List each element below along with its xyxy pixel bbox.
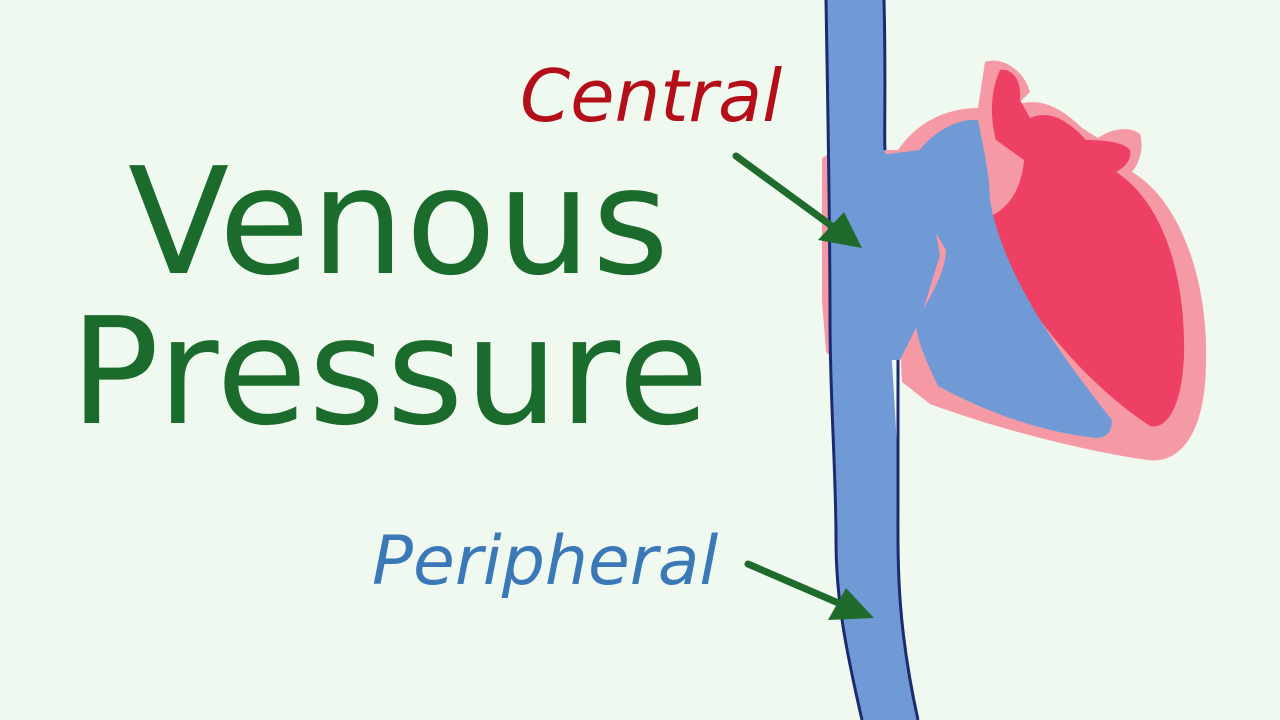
vein-heart-junction	[880, 150, 940, 360]
peripheral-label: Peripheral	[372, 522, 719, 601]
right-heart-chamber	[912, 119, 1112, 438]
title-line-2: Pressure	[70, 286, 710, 458]
heart-muscle	[986, 69, 1185, 427]
central-label: Central	[520, 54, 783, 138]
vein-tube	[826, 0, 918, 720]
title-line-1: Venous	[128, 136, 671, 308]
peripheral-arrow	[744, 560, 874, 620]
central-arrow	[732, 152, 862, 248]
vein-outline-right	[882, 0, 920, 720]
